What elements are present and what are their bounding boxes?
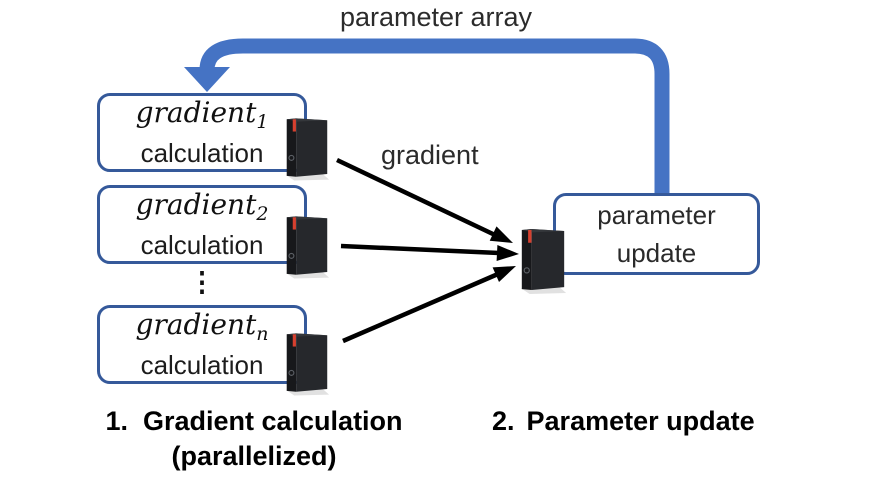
gradient-word: gradient [135,96,257,129]
gradient-box-n: gradientn calculation [97,305,307,384]
gradient-flow-label: gradient [381,140,479,170]
parameter-update-line1: parameter [597,200,716,230]
gradient-box-2: gradient2 calculation [97,185,307,264]
server-tower-pc-icon [520,228,567,294]
gradient-math-label: gradient1 [136,97,269,138]
step1-caption-line2: (parallelized) [171,441,337,471]
calculation-label: calculation [140,350,264,380]
calculation-label: calculation [140,138,264,168]
step1-caption: 1. Gradient calculation (parallelized) [58,404,450,474]
arrowhead-2-icon [496,245,519,261]
gradient-box-1: gradient1 calculation [97,93,307,172]
gradient-subscript: 1 [256,111,269,133]
parameter-update-line2: update [616,238,697,268]
gradient-math-label: gradientn [136,309,269,350]
parameter-array-label: parameter array [339,2,533,32]
parameter-array-arrow [184,38,670,194]
vertical-ellipsis: ⋮ [188,267,216,297]
step2-caption: 2. Parameter update [492,406,755,437]
step1-caption-line1: 1. Gradient calculation [58,404,450,439]
arrowhead-1-icon [489,226,513,243]
gradient-subscript: n [256,323,269,345]
worker-tower-pc-icon-2 [285,216,330,279]
calculation-label: calculation [140,230,264,260]
worker-tower-pc-icon-n [285,333,330,396]
gradient-arrow-1 [336,157,496,238]
step1-number: 1. [105,406,128,436]
step2-number: 2. [492,406,515,436]
blue-arrowhead-icon [184,67,230,92]
gradient-arrow-2 [340,243,500,256]
step1-text: Gradient calculation [142,406,403,436]
worker-tower-pc-icon-1 [285,118,330,181]
arrowhead-3-icon [492,266,516,282]
gradient-subscript: 2 [256,203,269,225]
parameter-update-box: parameter update [553,193,760,275]
gradient-word: gradient [135,308,257,341]
gradient-math-label: gradient2 [136,189,269,230]
step2-text: Parameter update [526,406,755,436]
gradient-arrows [336,157,519,344]
gradient-word: gradient [135,188,257,221]
gradient-arrow-3 [342,271,499,344]
